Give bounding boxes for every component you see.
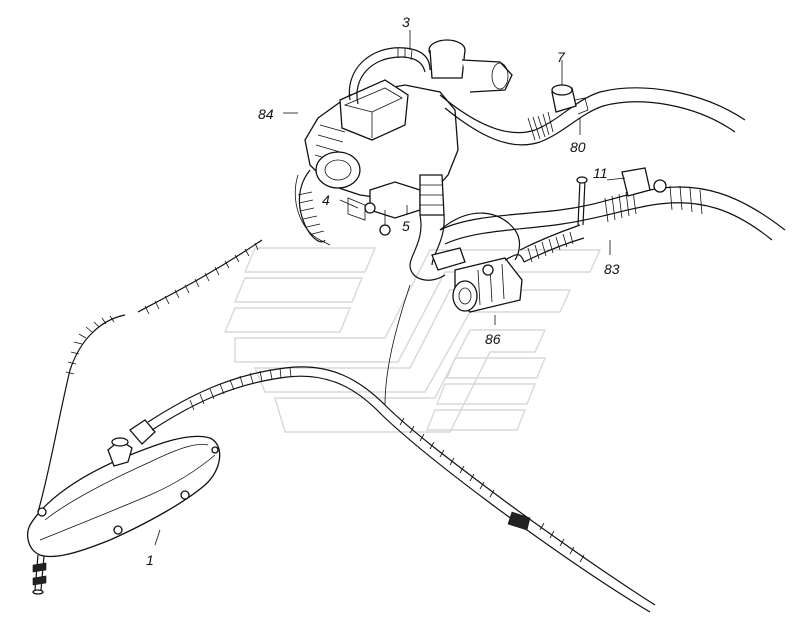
hose-main-right	[439, 167, 786, 263]
pump-unit	[409, 212, 525, 313]
callout-3: 3	[402, 14, 410, 30]
callout-83: 83	[604, 261, 620, 277]
callout-1: 1	[146, 552, 154, 568]
coil-hose-left	[297, 169, 326, 243]
callout-7: 7	[557, 49, 566, 65]
callout-11: 11	[593, 165, 608, 181]
callout-84: 84	[258, 106, 274, 122]
watermark-logo	[223, 247, 602, 433]
callout-80: 80	[570, 139, 586, 155]
tank-fuel-lines	[37, 174, 656, 613]
fuel-tank	[27, 419, 221, 595]
hose-outlet-right	[439, 84, 746, 146]
callout-5: 5	[402, 218, 410, 234]
callout-86: 86	[485, 331, 501, 347]
callout-4: 4	[322, 192, 330, 208]
heater-unit	[304, 39, 513, 236]
leader-lines	[154, 30, 626, 546]
